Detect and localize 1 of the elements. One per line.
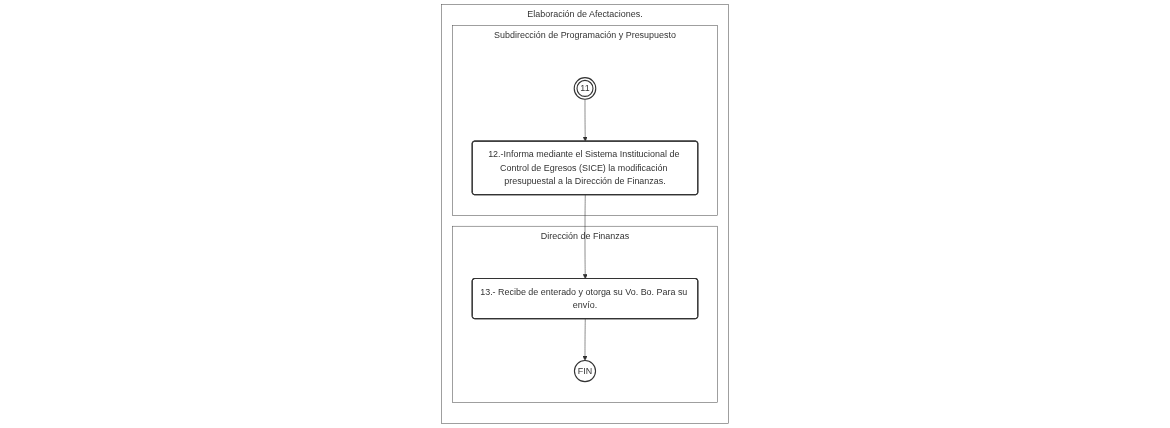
node-circle: FIN <box>573 360 597 383</box>
